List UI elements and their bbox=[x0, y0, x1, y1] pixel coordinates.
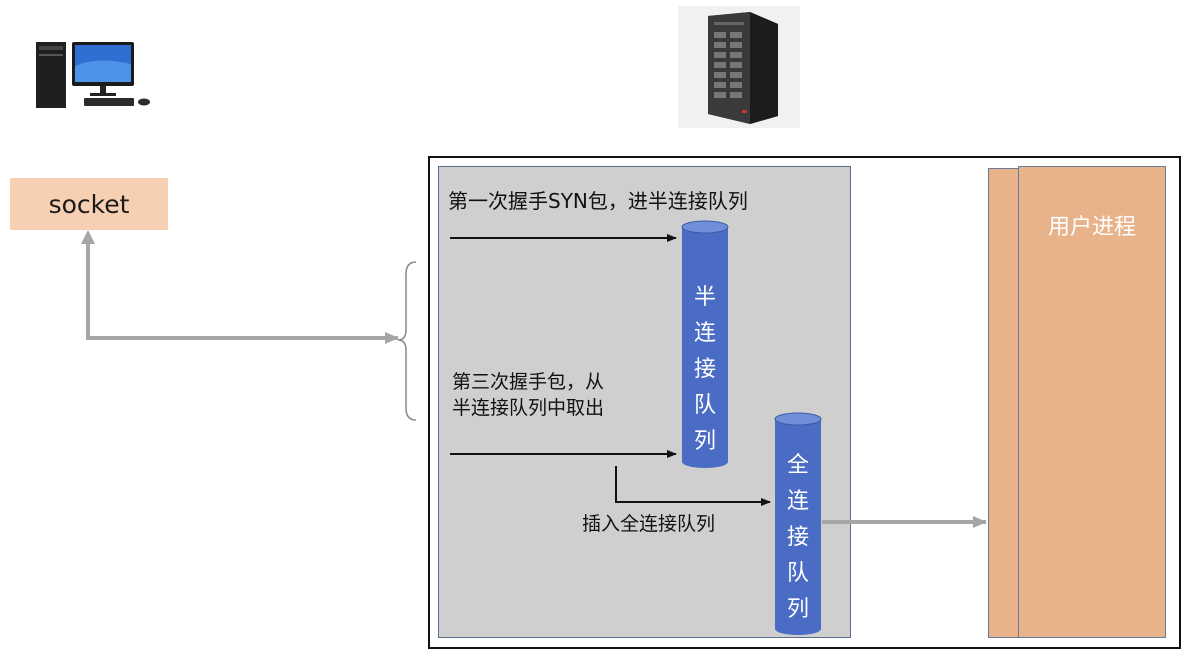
half-queue-char: 连 bbox=[693, 321, 716, 346]
half-queue-char: 半 bbox=[693, 285, 716, 310]
socket-label: socket bbox=[48, 189, 130, 219]
user-process-panel: 用户进程 bbox=[1018, 166, 1166, 638]
syn-label: 第一次握手SYN包，进半连接队列 bbox=[448, 189, 748, 213]
third-handshake-line: 半连接队列中取出 bbox=[452, 396, 605, 419]
half-queue-char: 队 bbox=[693, 393, 716, 418]
full-queue-char: 列 bbox=[786, 597, 809, 622]
third-handshake-label: 第三次握手包，从 半连接队列中取出 bbox=[452, 370, 604, 421]
full-queue-char: 全 bbox=[786, 453, 809, 478]
tower-server-icon bbox=[678, 6, 800, 128]
half-queue-char: 列 bbox=[693, 429, 716, 454]
full-queue-char: 接 bbox=[786, 525, 809, 550]
full-queue-char: 队 bbox=[786, 561, 809, 586]
socket-connector-arrowhead bbox=[81, 230, 95, 244]
third-handshake-line: 第三次握手包，从 bbox=[452, 371, 605, 393]
desktop-computer-icon bbox=[36, 42, 150, 108]
socket-box: socket bbox=[10, 178, 168, 230]
socket-connector-line bbox=[86, 242, 399, 344]
half-queue-char: 接 bbox=[693, 357, 716, 382]
full-queue-char: 连 bbox=[786, 489, 809, 514]
insert-queue-label: 插入全连接队列 bbox=[582, 513, 716, 535]
user-process-label: 用户进程 bbox=[1047, 215, 1136, 240]
curly-brace bbox=[397, 261, 417, 421]
